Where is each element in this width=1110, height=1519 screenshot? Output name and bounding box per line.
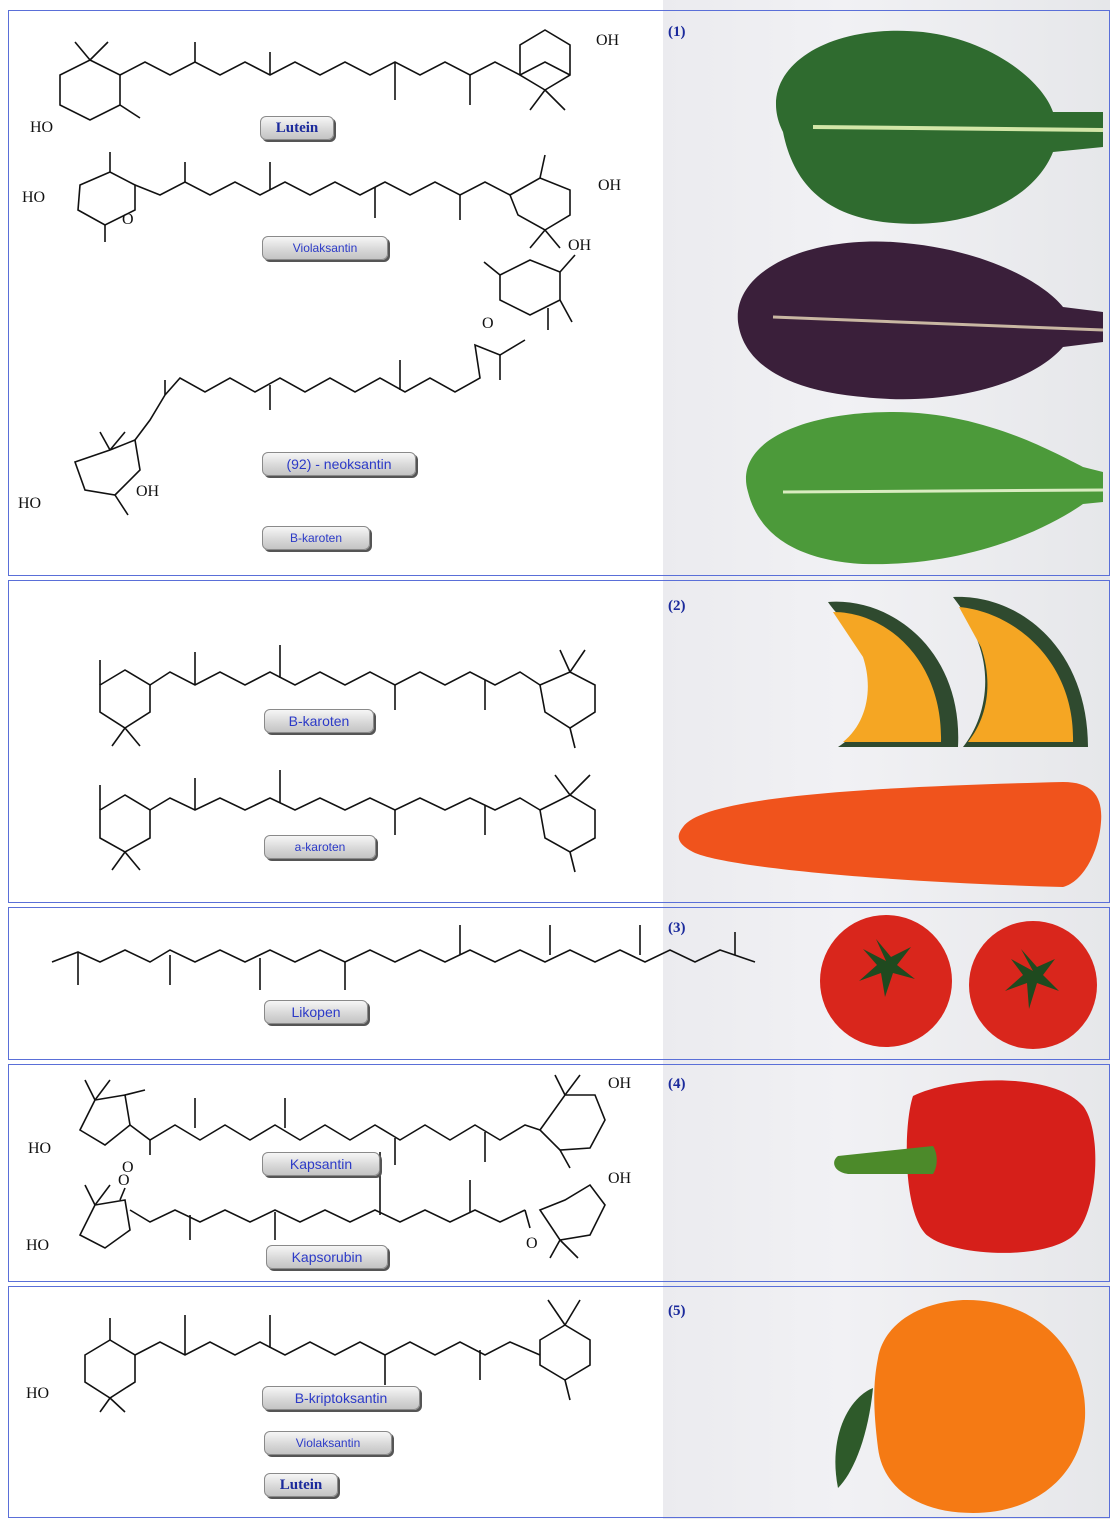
photo-red-pepper — [834, 1080, 1096, 1253]
hydroxyl-label: HO — [18, 495, 41, 512]
carrot-image — [678, 782, 1102, 887]
label-lutein: Lutein — [260, 116, 334, 140]
label-violaksantin: Violaksantin — [264, 1431, 392, 1455]
label-neoksantin: (92) - neoksantin — [262, 452, 416, 476]
hydroxyl-label: OH — [136, 483, 160, 500]
orange-image — [835, 1299, 1086, 1513]
tomato-image — [969, 921, 1097, 1049]
label-kapsantin: Kapsantin — [262, 1152, 380, 1176]
label-b-kriptoksantin: B-kriptoksantin — [262, 1386, 420, 1410]
hydroxyl-label: HO — [26, 1237, 49, 1254]
label-violaksantin: Violaksantin — [262, 236, 388, 260]
oxygen-label: O — [526, 1235, 538, 1252]
oxygen-label: O — [122, 211, 134, 228]
hydroxyl-label: OH — [608, 1170, 632, 1187]
purple-leaf-image — [737, 241, 1104, 400]
oxygen-label: O — [118, 1172, 130, 1189]
green-leaf-image — [775, 30, 1104, 224]
photo-orange — [835, 1299, 1086, 1513]
label-likopen: Likopen — [264, 1000, 368, 1024]
label-kapsorubin: Kapsorubin — [266, 1245, 388, 1269]
hydroxyl-label: OH — [568, 237, 592, 254]
oxygen-label: O — [482, 315, 494, 332]
photo-tomatoes — [820, 915, 1097, 1049]
section-number-1: (1) — [668, 24, 686, 40]
section-number-4: (4) — [668, 1076, 686, 1092]
section-number-2: (2) — [668, 598, 686, 614]
hydroxyl-label: HO — [30, 119, 53, 136]
label-b-karoten: B-karoten — [264, 709, 374, 733]
hydroxyl-label: OH — [596, 32, 620, 49]
photo-leafy-greens — [737, 30, 1104, 565]
hydroxyl-label: HO — [26, 1385, 49, 1402]
hydroxyl-label: OH — [608, 1075, 632, 1092]
photo-pumpkin-carrot — [678, 596, 1102, 887]
label-lutein: Lutein — [264, 1473, 338, 1497]
hydroxyl-label: HO — [28, 1140, 51, 1157]
section-number-3: (3) — [668, 920, 686, 936]
section-number-5: (5) — [668, 1303, 686, 1319]
lettuce-leaf-image — [745, 412, 1104, 565]
pumpkin-slice-image — [828, 596, 1088, 747]
oxygen-label: O — [122, 1159, 134, 1176]
tomato-image — [820, 915, 952, 1047]
hydroxyl-label: OH — [598, 177, 622, 194]
red-pepper-image — [834, 1080, 1096, 1253]
hydroxyl-label: HO — [22, 189, 45, 206]
label-a-karoten: a-karoten — [264, 835, 376, 859]
label-b-karoten: B-karoten — [262, 526, 370, 550]
